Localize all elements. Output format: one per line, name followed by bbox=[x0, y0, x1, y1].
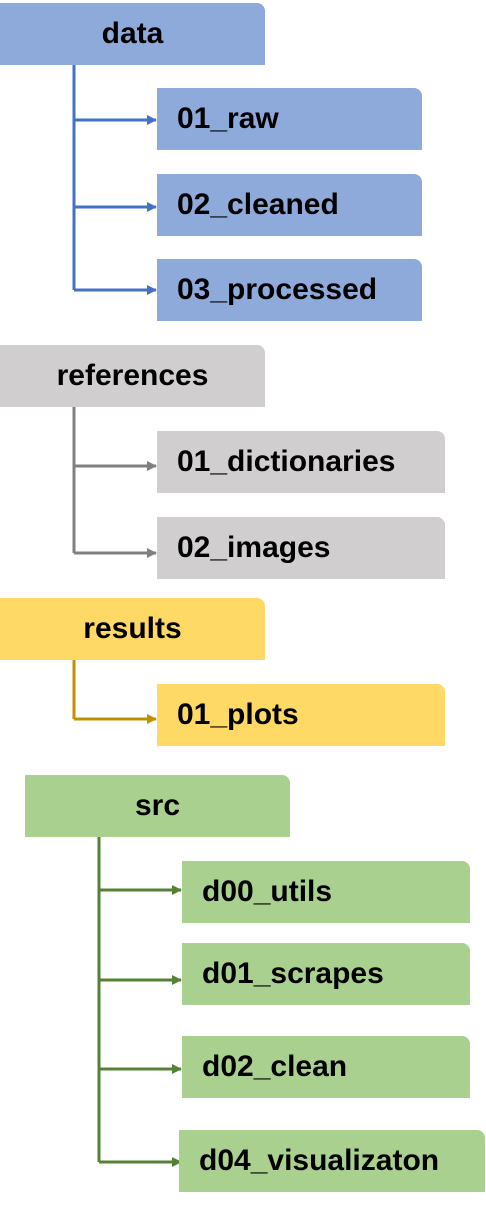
folder-d00-utils: d00_utils bbox=[182, 861, 470, 923]
folder-d04-visualizaton: d04_visualizaton bbox=[179, 1130, 485, 1192]
folder-01-dictionaries: 01_dictionaries bbox=[157, 431, 445, 493]
folder-01-plots: 01_plots bbox=[157, 684, 445, 746]
folder-02-cleaned: 02_cleaned bbox=[157, 174, 422, 236]
folder-03-processed: 03_processed bbox=[157, 259, 422, 321]
folder-d01-scrapes: d01_scrapes bbox=[182, 943, 470, 1005]
folder-references: references bbox=[0, 345, 265, 407]
folder-01-raw: 01_raw bbox=[157, 88, 422, 150]
folder-data: data bbox=[0, 3, 265, 65]
folder-d02-clean: d02_clean bbox=[182, 1036, 470, 1098]
folder-02-images: 02_images bbox=[157, 517, 445, 579]
folder-src: src bbox=[25, 775, 290, 837]
folder-results: results bbox=[0, 598, 265, 660]
